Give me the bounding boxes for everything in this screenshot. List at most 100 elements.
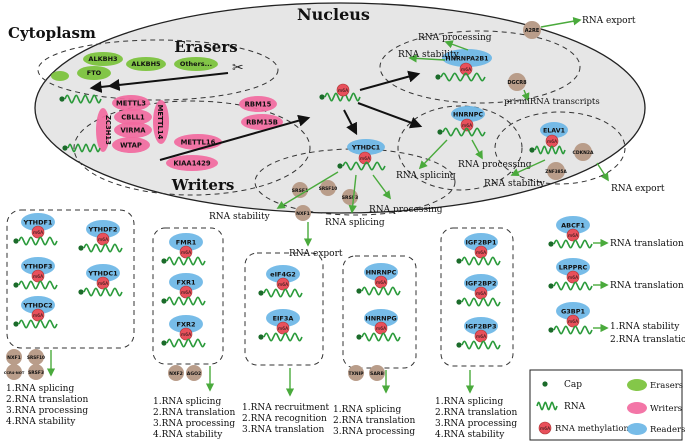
box2-ago2: AGO2 xyxy=(187,371,201,377)
ythdc1-c-cap xyxy=(78,289,84,295)
ythdc1-n-blob xyxy=(347,139,385,155)
ythdc2-cap xyxy=(13,321,19,327)
hnrnpc-rna xyxy=(442,127,486,137)
srsf3-label: SRSF3 xyxy=(342,195,359,201)
box5-function-3: 4.RNA stability xyxy=(435,430,505,440)
m6a-label: m6A xyxy=(376,326,387,332)
igf2bp1-rna xyxy=(461,256,501,266)
hnrnpc-label: HNRNPC xyxy=(453,112,483,119)
box2-nxf2-circle xyxy=(168,365,184,381)
g3bp1-blob xyxy=(556,302,590,320)
writer-mettl16: METTL16 xyxy=(181,139,216,147)
igf2bp3-rna xyxy=(461,340,501,350)
igf2bp1-m6a xyxy=(474,245,488,259)
hnrnpc-c-cap xyxy=(356,288,362,294)
m6a-label: m6A xyxy=(461,67,472,73)
eif4g2-blob xyxy=(266,265,300,283)
hnrnpc-c-blob xyxy=(364,263,398,281)
box1-ccr4-circle xyxy=(6,364,22,380)
box2-function-3: 4.RNA stability xyxy=(153,430,223,440)
igf2bp2-label: IGF2BP2 xyxy=(466,280,497,288)
srsf1-circle xyxy=(292,182,308,198)
box1-ccr4not: CCR4-NOT xyxy=(4,371,25,375)
box3-function-1: 2.RNA recognition xyxy=(242,414,327,424)
ythdf3-label: YTHDF3 xyxy=(23,263,53,271)
fxr2-cap xyxy=(161,340,167,346)
ythdc2-rna xyxy=(18,319,58,329)
ythdc1-splicing-arrow xyxy=(348,174,357,214)
m6a-label: m6A xyxy=(338,88,349,94)
igf2bp1-blob xyxy=(464,233,498,251)
ythdf3-cap xyxy=(13,282,19,288)
g3bp1-cap xyxy=(548,327,554,333)
box1-function-0: 1.RNA splicing xyxy=(6,384,74,394)
to-hnrnpc-arrow xyxy=(357,102,423,129)
m6a-label: m6A xyxy=(476,291,487,297)
box5-function-2: 3.RNA processing xyxy=(435,419,517,429)
hnrnpc-processing: RNA processing xyxy=(458,160,532,170)
box3-function-2: 3.RNA translation xyxy=(242,425,324,435)
legend-reader-icon xyxy=(627,423,647,435)
g3bp1-function-2: 2.RNA translation xyxy=(610,335,685,345)
writer-region xyxy=(73,100,311,196)
hnrnpc-splicing-arrow xyxy=(418,139,448,170)
writer-virma: VIRMA xyxy=(120,127,146,135)
cytoplasm-title: Cytoplasm xyxy=(8,24,96,42)
legend-cap: Cap xyxy=(564,380,582,390)
ythdc1-splicing: RNA splicing xyxy=(325,218,385,228)
hnrnpg-cap xyxy=(356,334,362,340)
fmr1-label: FMR1 xyxy=(176,239,197,247)
writer-arrow xyxy=(159,114,311,161)
legend-methylation: RNA methylation xyxy=(555,424,629,434)
legend-writer-icon xyxy=(627,402,647,414)
nxf1-circle xyxy=(295,205,311,221)
writer-rbm15-blob xyxy=(239,96,277,112)
eraser-blob-alkbh3 xyxy=(83,52,123,66)
m6a-label: m6A xyxy=(181,250,192,256)
legend-readers: Readers xyxy=(650,425,685,435)
abcf1-rna xyxy=(553,239,593,249)
abcf1-cap xyxy=(548,241,554,247)
ythdc1-n-rna xyxy=(342,161,386,171)
central-m6a xyxy=(336,83,350,97)
ythdf2-blob xyxy=(86,220,120,238)
fxr1-blob xyxy=(169,273,203,291)
box3-function-0: 1.RNA recruitment xyxy=(242,403,330,413)
eraser-arrow-head xyxy=(89,80,111,93)
central-rna xyxy=(324,92,361,102)
fxr2-blob xyxy=(169,315,203,333)
fxr2-m6a xyxy=(179,327,193,341)
abcf1-function: RNA translation xyxy=(610,239,684,249)
abcf1-blob xyxy=(556,216,590,234)
ythdf1-blob xyxy=(21,213,55,231)
pri-mirna-label: pri-miRNA transcripts xyxy=(504,97,600,107)
hnrnpc-region xyxy=(397,105,523,191)
fxr1-cap xyxy=(161,298,167,304)
rna-export-top-arrow xyxy=(540,17,582,28)
fxr1-label: FXR1 xyxy=(177,279,196,287)
ythdc2-label: YTHDC2 xyxy=(22,302,52,310)
reader-box-1 xyxy=(6,209,135,349)
hnrnpc-cap xyxy=(437,129,443,135)
m6a-label: m6A xyxy=(376,280,387,286)
reader-box-2 xyxy=(152,227,224,365)
legend-cap-icon xyxy=(542,381,548,387)
ythdc2-m6a xyxy=(31,308,45,322)
hnrnpa2b1-region xyxy=(379,30,581,104)
ythdf3-m6a xyxy=(31,269,45,283)
box4-function-0: 1.RNA splicing xyxy=(333,405,401,415)
box1-srsf10: SRSF10 xyxy=(27,355,45,360)
dgcr8-circle xyxy=(508,73,526,91)
writer-input-cap xyxy=(62,145,68,151)
writer-zc3h13: ZC3H13 xyxy=(104,115,112,145)
m6a-label: m6A xyxy=(540,426,551,432)
cdkn2a-circle xyxy=(574,143,592,161)
srsf10-label: SRSF10 xyxy=(319,186,337,192)
legend-rna-icon xyxy=(536,401,558,411)
eraser-alkbh3: ALKBH3 xyxy=(88,55,117,63)
eif3a-rna xyxy=(263,332,303,342)
ythdf1-cap xyxy=(13,238,19,244)
writer-rbm15b: RBM15B xyxy=(246,119,278,127)
eif4g2-rna xyxy=(263,288,303,298)
